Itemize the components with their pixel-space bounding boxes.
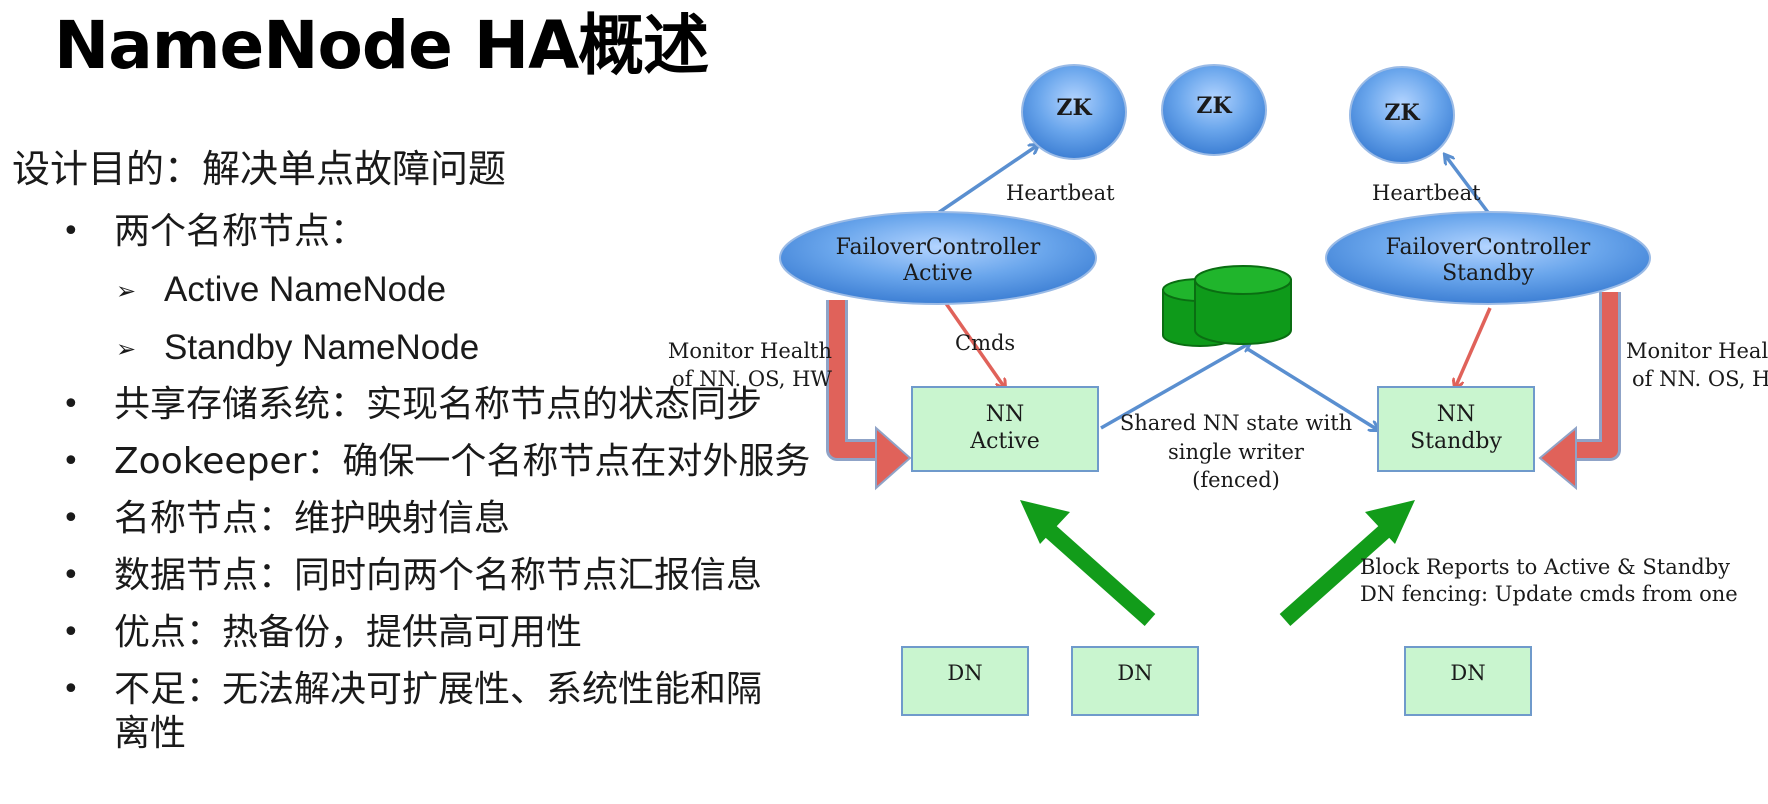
svg-text:DN: DN bbox=[1117, 661, 1152, 685]
svg-text:NN: NN bbox=[1437, 402, 1476, 427]
block-report-arrow-right bbox=[1279, 500, 1415, 626]
dn-box: DN bbox=[1404, 646, 1532, 716]
svg-text:Monitor Health: Monitor Health bbox=[668, 339, 832, 363]
bullet-dot-icon: • bbox=[62, 214, 80, 249]
dn-box: DN bbox=[1071, 646, 1199, 716]
block-report-arrow-left bbox=[1020, 500, 1156, 626]
bullet-dot-icon: • bbox=[62, 558, 80, 593]
sub-item: ➢Active NameNode bbox=[58, 268, 818, 312]
monitor-health-label-right: Monitor Health of NN. OS, HW bbox=[1626, 339, 1768, 391]
svg-text:ZK: ZK bbox=[1384, 100, 1420, 126]
svg-text:FailoverController: FailoverController bbox=[1386, 235, 1591, 260]
shared-storage-database-icon bbox=[1162, 265, 1292, 347]
svg-text:ZK: ZK bbox=[1056, 95, 1092, 121]
nn-standby-box: NN Standby bbox=[1377, 386, 1535, 472]
bullet-dot-icon: • bbox=[62, 615, 80, 650]
cmds-arrow-standby bbox=[1455, 307, 1492, 388]
svg-text:Active: Active bbox=[969, 429, 1040, 454]
svg-text:Block Reports to Active & Stan: Block Reports to Active & Standby bbox=[1360, 555, 1730, 579]
svg-text:Monitor Health: Monitor Health bbox=[1626, 339, 1768, 363]
svg-text:Standby: Standby bbox=[1442, 261, 1534, 286]
zk-node: ZK bbox=[1349, 66, 1455, 164]
svg-text:DN: DN bbox=[947, 661, 982, 685]
bullet-item: •数据节点：同时向两个名称节点汇报信息 bbox=[62, 555, 763, 596]
svg-text:FailoverController: FailoverController bbox=[836, 235, 1041, 260]
zk-node: ZK bbox=[1161, 64, 1267, 156]
svg-text:Active: Active bbox=[902, 261, 973, 286]
nn-active-box: NN Active bbox=[911, 386, 1099, 472]
failover-controller-standby: FailoverController Standby bbox=[1325, 211, 1651, 305]
bullet-dot-icon: • bbox=[62, 501, 80, 536]
cmds-label: Cmds bbox=[955, 331, 1015, 355]
bullet-item: •优点：热备份，提供高可用性 bbox=[62, 612, 583, 653]
bullet-item: •Zookeeper：确保一个名称节点在对外服务 bbox=[62, 441, 811, 482]
svg-text:NN: NN bbox=[986, 402, 1025, 427]
read-arrow-shared bbox=[1245, 346, 1378, 430]
monitor-health-arrow-right bbox=[1538, 292, 1621, 491]
svg-text:DN fencing: Update cmds from o: DN fencing: Update cmds from one bbox=[1360, 582, 1738, 606]
bullet-item: •共享存储系统：实现名称节点的状态同步 bbox=[62, 384, 763, 425]
svg-text:DN: DN bbox=[1450, 661, 1485, 685]
bullet-dot-icon: • bbox=[62, 444, 80, 479]
svg-text:single writer: single writer bbox=[1168, 440, 1305, 464]
svg-text:Shared NN state with: Shared NN state with bbox=[1120, 411, 1352, 435]
bullet-item: •两个名称节点： bbox=[62, 211, 367, 252]
svg-text:(fenced): (fenced) bbox=[1192, 468, 1280, 492]
bullet-dot-icon: • bbox=[62, 672, 80, 707]
arrowhead-bullet-icon: ➢ bbox=[116, 278, 137, 305]
bullet-item: •名称节点：维护映射信息 bbox=[62, 498, 511, 539]
monitor-health-label-left: Monitor Health of NN. OS, HW bbox=[668, 339, 833, 391]
shared-state-label: Shared NN state with single writer (fenc… bbox=[1120, 411, 1352, 492]
heartbeat-arrow-left bbox=[934, 145, 1038, 217]
cmds-arrow-active bbox=[943, 300, 1005, 388]
block-reports-label: Block Reports to Active & Standby DN fen… bbox=[1360, 555, 1738, 606]
design-goal: 设计目的：解决单点故障问题 bbox=[12, 147, 507, 191]
svg-text:Standby: Standby bbox=[1410, 429, 1502, 454]
svg-text:of NN. OS, HW: of NN. OS, HW bbox=[1632, 367, 1768, 391]
arrowhead-bullet-icon: ➢ bbox=[116, 336, 137, 363]
heartbeat-label: Heartbeat bbox=[1372, 181, 1481, 205]
bullet-item: •不足：无法解决可扩展性、系统性能和隔离性 bbox=[62, 669, 763, 754]
heartbeat-label: Heartbeat bbox=[1006, 181, 1115, 205]
svg-text:of NN. OS, HW: of NN. OS, HW bbox=[672, 367, 832, 391]
failover-controller-active: FailoverController Active bbox=[779, 211, 1097, 305]
zk-node: ZK bbox=[1021, 64, 1127, 160]
page-title: NameNode HA概述 bbox=[54, 7, 709, 84]
write-arrow-shared bbox=[1100, 343, 1250, 430]
sub-item: ➢Standby NameNode bbox=[58, 326, 818, 370]
dn-box: DN bbox=[901, 646, 1029, 716]
heartbeat-arrow-right bbox=[1445, 155, 1492, 217]
monitor-health-arrow-left bbox=[826, 300, 912, 491]
svg-text:ZK: ZK bbox=[1196, 93, 1232, 119]
bullet-dot-icon: • bbox=[62, 387, 80, 422]
bullet-list: •两个名称节点： ➢Active NameNode ➢Standby NameN… bbox=[58, 210, 818, 756]
